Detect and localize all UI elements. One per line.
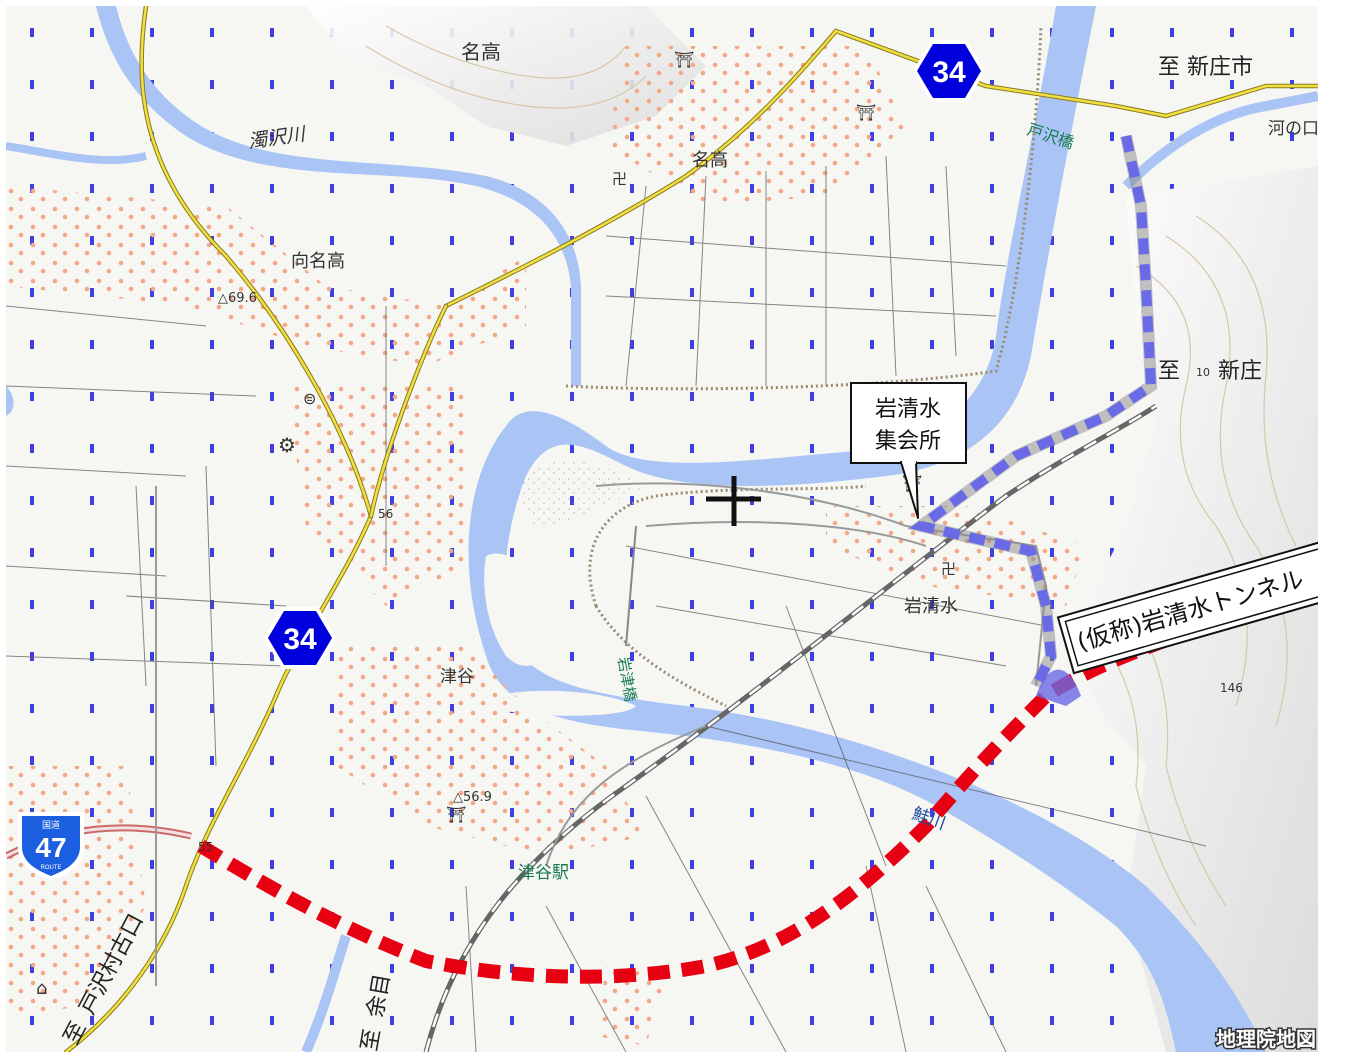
temple-icon: 卍 — [941, 560, 956, 578]
pond — [6, 386, 14, 416]
callout-iwashimizu-hall: 岩清水 集会所 — [850, 382, 967, 519]
place-label-iwashimizu: 岩清水 — [904, 596, 958, 617]
shrine-icon: ⛩ — [856, 103, 876, 122]
attribution-text: 地理院地図 — [1216, 1027, 1316, 1051]
elevation-point: △69.6 — [218, 291, 257, 306]
hill-north — [306, 6, 706, 146]
attribution: 地理院地図 — [1215, 1026, 1318, 1053]
river-island — [484, 553, 547, 666]
railway — [423, 403, 1158, 1052]
prefectural-route-34-shield: 34 — [913, 40, 985, 102]
place-label-nataka: 名高 — [692, 150, 728, 171]
existing-route — [906, 134, 1158, 706]
local-roads — [155, 482, 1048, 986]
place-label-kawanoguchi: 河の口 — [1268, 119, 1318, 139]
map-canvas[interactable]: ⛩ ⛩ ⛩ ⛩ 卍 卍 ⊜ ⚙ ⌂ 名高 名高 向名高 岩清水 津谷 津谷駅 河… — [6, 6, 1318, 1052]
river-island — [496, 690, 636, 716]
elevation-point: 55 — [198, 840, 213, 854]
svg-text:47: 47 — [35, 832, 66, 863]
direction-label-shinjo-city: 至 新庄市 — [1158, 55, 1253, 80]
prefectural-route-34-shield: 34 — [264, 607, 336, 669]
elevation-point: △56.9 — [453, 790, 492, 805]
direction-label-shinjo: 新庄 — [1218, 359, 1262, 384]
svg-text:国道: 国道 — [42, 819, 60, 831]
elevation-point: 10 — [1196, 366, 1210, 379]
national-route-47-shield: 国道 47 ROUTE — [18, 812, 84, 880]
nursing-home-icon: ⌂ — [36, 978, 47, 999]
post-office-icon: ⊜ — [303, 389, 316, 408]
svg-text:34: 34 — [283, 623, 317, 656]
topographic-map[interactable]: ⛩ ⛩ ⛩ ⛩ 卍 卍 ⊜ ⚙ ⌂ 名高 名高 向名高 岩清水 津谷 津谷駅 河… — [6, 6, 1318, 1052]
stream — [6, 142, 147, 165]
place-label-nataka: 名高 — [461, 40, 501, 64]
shrine-icon: ⛩ — [674, 50, 694, 69]
embankments — [565, 25, 1043, 708]
stream-south — [301, 934, 351, 1052]
temple-icon: 卍 — [612, 170, 627, 188]
factory-icon: ⚙ — [278, 433, 296, 457]
shrine-icon: ⛩ — [446, 805, 466, 824]
river-sandbar — [519, 460, 646, 526]
svg-text:34: 34 — [932, 56, 966, 89]
callout-text-line1: 岩清水 — [875, 397, 941, 422]
elevation-point: 146 — [1220, 681, 1243, 695]
direction-label-to: 至 — [1158, 359, 1180, 384]
station-label-tsuya: 津谷駅 — [518, 863, 569, 883]
cross-marker-icon — [706, 476, 761, 526]
place-label-mukainataka: 向名高 — [291, 251, 345, 272]
prefectural-route-34-road — [63, 6, 1318, 1052]
place-label-tsuya: 津谷 — [440, 667, 474, 687]
field-boundaries — [6, 155, 1207, 1052]
svg-text:至: 至 — [357, 1027, 385, 1052]
callout-text-line2: 集会所 — [875, 429, 941, 454]
elevation-point: 56 — [378, 507, 393, 521]
sake-river — [468, 6, 1267, 1052]
svg-text:ROUTE: ROUTE — [41, 865, 62, 871]
planned-bypass-route — [197, 584, 1318, 984]
